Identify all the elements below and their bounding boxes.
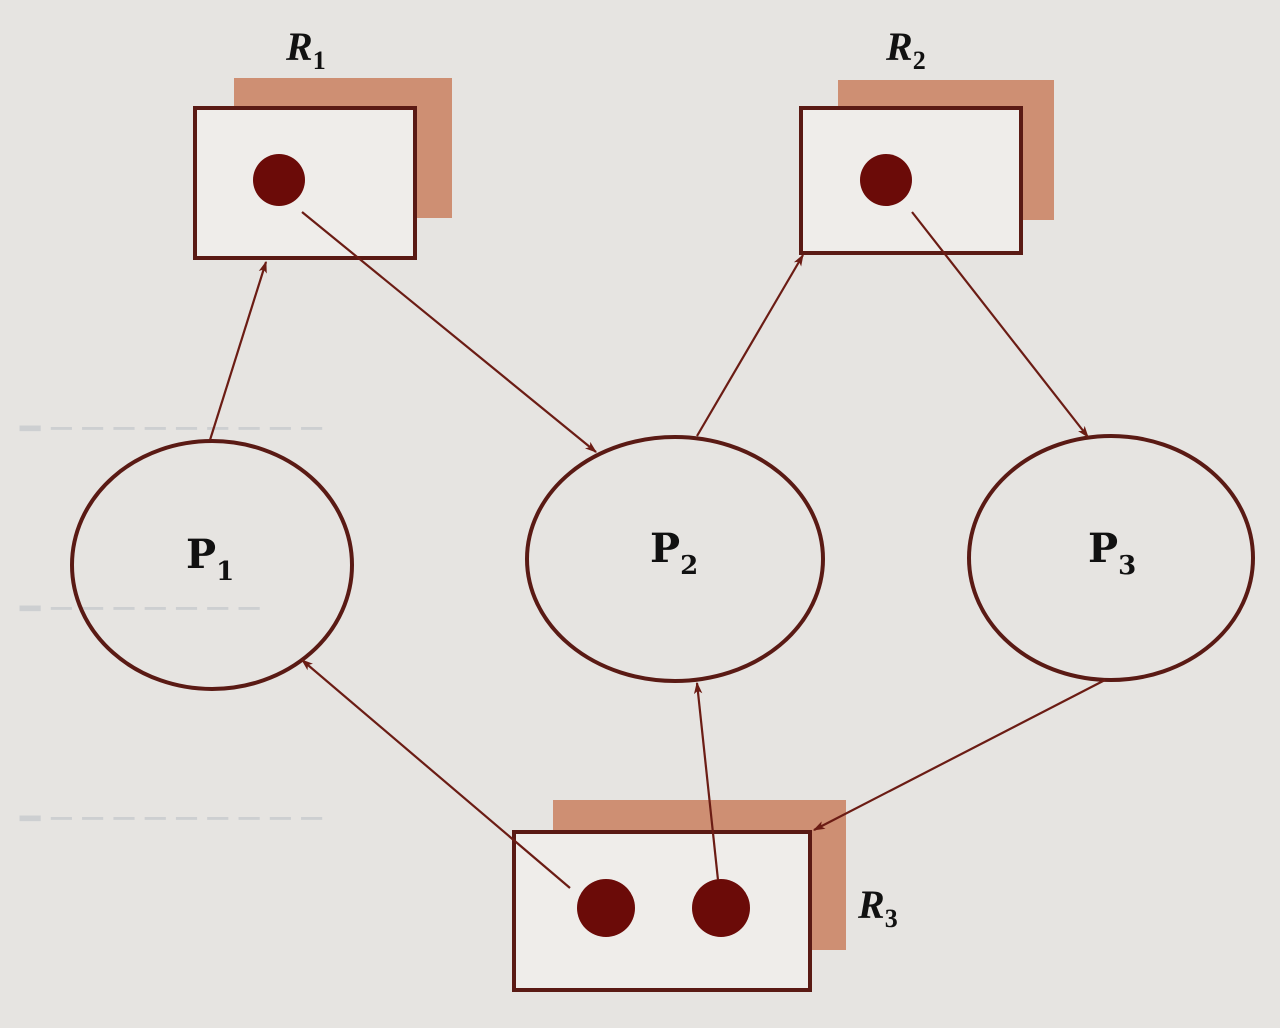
edge-r3-assign-p2 <box>693 681 720 881</box>
resource-r3: R3 <box>512 800 898 992</box>
process-p1: P1 <box>70 439 354 691</box>
resource-r1: R1 <box>193 24 452 260</box>
process-p1-circle <box>70 439 354 691</box>
resource-r3-label: R3 <box>857 882 898 933</box>
process-p2-circle <box>525 435 825 683</box>
process-p3-label: P3 <box>1088 525 1136 581</box>
process-p3-circle <box>967 434 1255 682</box>
resource-r2-instance <box>860 154 912 206</box>
resource-r3-instance-1 <box>577 879 635 937</box>
svg-text:━ ─ ─ ─ ─ ─ ─ ─: ━ ─ ─ ─ ─ ─ ─ ─ <box>19 589 260 629</box>
resource-r2: R2 <box>799 24 1054 255</box>
svg-text:━ ─ ─ ─ ─ ─ ─ ─ ─ ─: ━ ─ ─ ─ ─ ─ ─ ─ ─ ─ <box>19 409 322 449</box>
edge-r1-assign-p2 <box>301 211 597 453</box>
resource-r1-label: R1 <box>285 24 326 75</box>
resource-r2-box <box>799 106 1023 255</box>
svg-text:━ ─ ─ ─ ─ ─ ─ ─ ─ ─: ━ ─ ─ ─ ─ ─ ─ ─ ─ ─ <box>19 799 322 839</box>
resource-r1-box <box>193 106 417 260</box>
resource-r1-instance <box>253 154 305 206</box>
process-p2-label: P2 <box>650 525 698 581</box>
edge-p2-request-r2 <box>696 253 804 437</box>
resource-r3-instance-2 <box>692 879 750 937</box>
edge-r3-assign-p1 <box>301 659 571 889</box>
edge-p1-request-r1 <box>208 260 268 441</box>
resource-r3-box <box>512 830 812 992</box>
process-p3: P3 <box>967 434 1255 682</box>
resource-r2-label: R2 <box>885 24 926 75</box>
edges <box>208 211 1106 889</box>
process-p2: P2 <box>525 435 825 683</box>
bleed-through-texture: ━ ─ ─ ─ ─ ─ ─ ─ ─ ─ ━ ─ ─ ─ ─ ─ ─ ─ ━ ─ … <box>19 409 322 839</box>
edge-r2-assign-p3 <box>911 211 1089 438</box>
process-p1-label: P1 <box>186 531 234 587</box>
edge-p3-request-r3 <box>812 679 1106 831</box>
